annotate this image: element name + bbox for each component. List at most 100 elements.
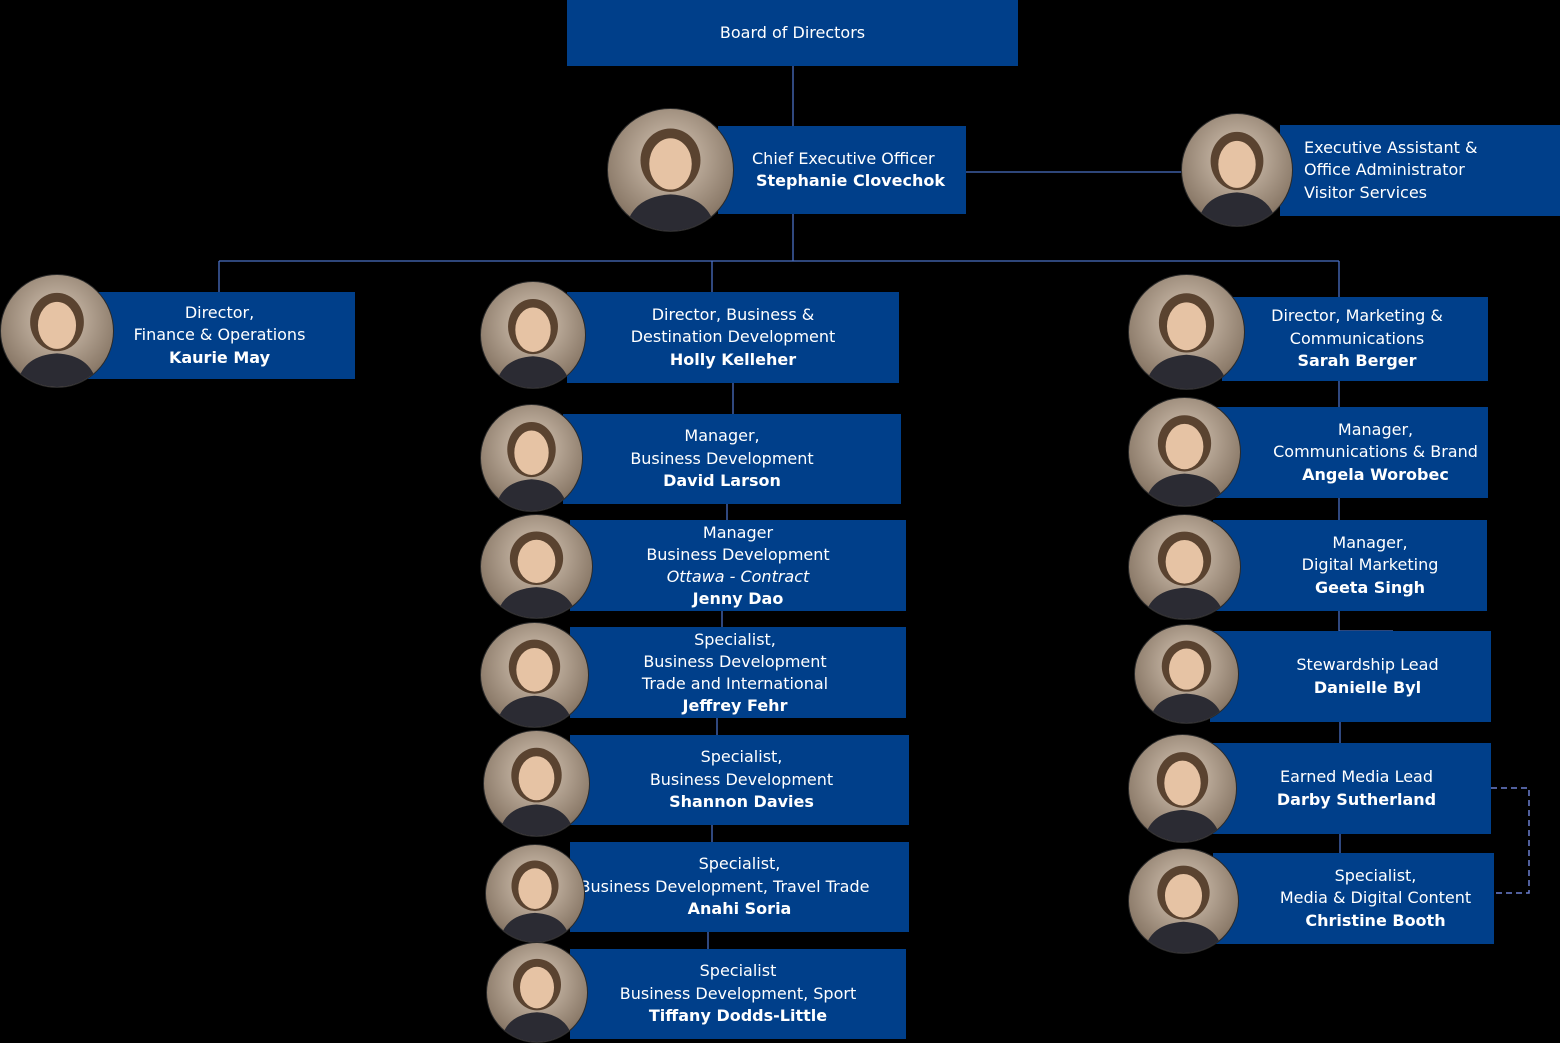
- person-silhouette-icon: [499, 860, 571, 942]
- person-silhouette-icon: [1145, 293, 1228, 389]
- finance-name: Kaurie May: [168, 347, 271, 367]
- marketing-photo-4: [1128, 734, 1237, 843]
- ceo-photo: [607, 108, 734, 232]
- person-silhouette-icon: [495, 421, 568, 511]
- marketing-2-line-2: Digital Marketing: [1301, 555, 1439, 575]
- business-2-line-1: Manager: [702, 522, 774, 542]
- marketing-0-line-2: Communications: [1289, 328, 1425, 348]
- business-4-line-1: Specialist,: [700, 747, 783, 767]
- business-box-5: Specialist, Business Development, Travel…: [570, 842, 909, 932]
- business-3-name: Jeffrey Fehr: [682, 695, 788, 715]
- business-3-line-1: Specialist,: [694, 629, 776, 649]
- business-6-name: Tiffany Dodds-Little: [648, 1006, 828, 1026]
- business-6-line-1: Specialist: [699, 961, 777, 981]
- business-1-line-1: Manager,: [684, 426, 760, 446]
- assistant-photo: [1181, 113, 1293, 227]
- person-silhouette-icon: [16, 292, 98, 387]
- marketing-photo-3: [1134, 624, 1239, 724]
- business-4-line-2: Business Development: [649, 769, 834, 789]
- business-2-line-2: Business Development: [646, 544, 830, 564]
- business-1-name: David Larson: [663, 471, 781, 491]
- person-silhouette-icon: [1144, 865, 1223, 953]
- business-photo-2: [480, 514, 593, 619]
- marketing-1-line-2: Communications & Brand: [1273, 442, 1478, 462]
- business-photo-1: [480, 404, 583, 512]
- business-6-line-2: Business Development, Sport: [619, 983, 857, 1003]
- person-silhouette-icon: [1144, 531, 1225, 619]
- business-box-0: Director, Business & Destination Develop…: [567, 292, 899, 383]
- business-0-name: Holly Kelleher: [669, 349, 797, 369]
- marketing-2-name: Geeta Singh: [1314, 577, 1426, 597]
- finance-title-1: Director,: [184, 302, 255, 322]
- business-5-name: Anahi Soria: [687, 899, 792, 919]
- business-0-line-1: Director, Business &: [651, 304, 815, 324]
- marketing-0-name: Sarah Berger: [1297, 351, 1417, 371]
- business-photo-0: [480, 281, 586, 389]
- business-photo-4: [483, 730, 590, 837]
- marketing-photo-5: [1128, 848, 1239, 954]
- person-silhouette-icon: [495, 639, 574, 727]
- person-silhouette-icon: [1143, 752, 1222, 842]
- person-silhouette-icon: [495, 298, 571, 388]
- business-0-line-2: Destination Development: [630, 327, 836, 347]
- marketing-photo-2: [1128, 514, 1241, 620]
- person-silhouette-icon: [625, 128, 716, 231]
- marketing-box-2: Manager, Digital Marketing Geeta Singh: [1213, 520, 1487, 611]
- person-silhouette-icon: [498, 747, 575, 836]
- business-photo-5: [485, 844, 585, 943]
- finance-box: Director, Finance & Operations Kaurie Ma…: [84, 292, 355, 379]
- business-3-line-2: Business Development: [643, 651, 827, 671]
- assistant-line-3: Visitor Services: [1304, 182, 1428, 202]
- person-silhouette-icon: [501, 958, 573, 1042]
- marketing-box-3: Stewardship Lead Danielle Byl: [1210, 631, 1491, 722]
- business-4-name: Shannon Davies: [669, 792, 814, 812]
- marketing-box-0: Director, Marketing & Communications Sar…: [1222, 297, 1488, 381]
- person-silhouette-icon: [496, 531, 577, 618]
- business-box-4: Specialist, Business Development Shannon…: [570, 735, 909, 825]
- person-silhouette-icon: [1149, 640, 1224, 723]
- marketing-4-name: Darby Sutherland: [1276, 789, 1437, 809]
- business-box-1: Manager, Business Development David Lars…: [563, 414, 901, 504]
- marketing-photo-0: [1128, 274, 1245, 390]
- business-2-italic: Ottawa - Contract: [666, 566, 810, 586]
- marketing-2-line-1: Manager,: [1332, 532, 1408, 552]
- business-box-2: Manager Business Development Ottawa - Co…: [570, 520, 906, 611]
- marketing-4-line-1: Earned Media Lead: [1279, 767, 1433, 786]
- marketing-box-5: Specialist, Media & Digital Content Chri…: [1213, 853, 1494, 944]
- dotted-reporting-line: [1491, 787, 1530, 894]
- business-2-name: Jenny Dao: [692, 588, 784, 608]
- marketing-1-name: Angela Worobec: [1302, 464, 1449, 484]
- person-silhouette-icon: [1197, 131, 1277, 226]
- marketing-0-line-1: Director, Marketing &: [1271, 306, 1443, 326]
- ceo-title: Chief Executive Officer: [752, 148, 935, 168]
- board-box: Board of Directors: [567, 0, 1018, 66]
- business-5-line-1: Specialist,: [698, 854, 781, 874]
- marketing-5-name: Christine Booth: [1305, 910, 1446, 930]
- marketing-box-1: Manager, Communications & Brand Angela W…: [1213, 407, 1488, 498]
- business-photo-6: [486, 942, 588, 1043]
- person-silhouette-icon: [1144, 415, 1225, 506]
- marketing-1-line-1: Manager,: [1337, 419, 1414, 439]
- finance-title-2: Finance & Operations: [133, 325, 306, 345]
- business-1-line-2: Business Development: [630, 448, 814, 468]
- assistant-line-2: Office Administrator: [1304, 160, 1465, 180]
- business-box-6: Specialist Business Development, Sport T…: [570, 949, 906, 1039]
- assistant-line-1: Executive Assistant &: [1304, 137, 1478, 157]
- marketing-5-line-2: Media & Digital Content: [1279, 888, 1472, 908]
- marketing-3-line-1: Stewardship Lead: [1296, 655, 1439, 674]
- business-photo-3: [480, 622, 589, 728]
- assistant-box: Executive Assistant & Office Administrat…: [1280, 125, 1560, 216]
- business-3-line-3: Trade and International: [641, 673, 829, 693]
- ceo-box: Chief Executive Officer Stephanie Clovec…: [718, 126, 966, 214]
- business-box-3: Specialist, Business Development Trade a…: [570, 627, 906, 718]
- marketing-5-line-1: Specialist,: [1334, 865, 1417, 885]
- ceo-name: Stephanie Clovechok: [756, 171, 945, 190]
- marketing-photo-1: [1128, 397, 1241, 507]
- marketing-box-4: Earned Media Lead Darby Sutherland: [1210, 743, 1491, 834]
- finance-photo: [0, 274, 114, 388]
- business-5-line-2: Business Development, Travel Trade: [579, 876, 870, 896]
- board-title: Board of Directors: [719, 22, 866, 42]
- marketing-3-name: Danielle Byl: [1313, 677, 1422, 697]
